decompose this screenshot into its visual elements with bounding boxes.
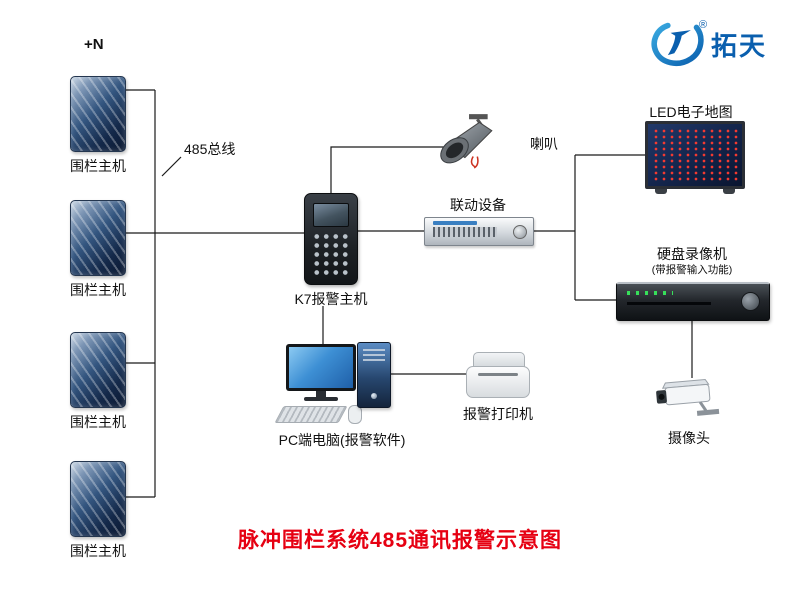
dvr-jog-button: [741, 292, 760, 311]
tower-vents: [363, 349, 385, 363]
printer-paper-slot: [478, 373, 518, 376]
linkage-rack-device: [424, 217, 534, 246]
fence-host-label: 围栏主机: [70, 158, 126, 174]
fence-host-device: [70, 76, 126, 152]
diagram-title: 脉冲围栏系统485通讯报警示意图: [237, 529, 563, 552]
monitor-stand: [316, 391, 326, 397]
speaker-node: [438, 110, 498, 170]
fence-host-label: 围栏主机: [70, 282, 126, 298]
rack-stripe: [433, 221, 477, 225]
printer-body: [466, 366, 530, 398]
dvr-sublabel: (带报警输入功能): [651, 264, 733, 276]
pc-keyboard: [274, 406, 348, 423]
k7-alarm-host: K7报警主机: [294, 193, 368, 309]
pc-tower: [357, 342, 391, 408]
dvr-device: [616, 282, 770, 321]
monitor-frame: [286, 344, 356, 391]
camera-node: [650, 373, 728, 429]
fence-host-2: 围栏主机: [70, 200, 126, 300]
linkage-label: 联动设备: [450, 197, 506, 213]
leader-bus-label: [161, 156, 182, 177]
fence-host-3: 围栏主机: [70, 332, 126, 432]
led-map-dots: [652, 128, 738, 182]
rack-knob: [513, 225, 527, 239]
dvr-disc-slot: [627, 302, 711, 305]
led-map-feet: [655, 189, 735, 194]
fence-host-label: 围栏主机: [70, 414, 126, 430]
monitor-base: [304, 397, 338, 401]
plus-n-annotation: +N: [84, 36, 104, 53]
bus-485-label: 485总线: [184, 141, 236, 157]
k7-screen: [313, 203, 349, 227]
printer-device: [466, 352, 530, 398]
linkage-device-node: [424, 217, 534, 246]
brand-name: ® 拓天: [699, 19, 768, 63]
registered-mark: ®: [699, 18, 710, 31]
led-map-board: [645, 121, 745, 189]
printer-label: 报警打印机: [463, 406, 533, 422]
dvr-leds: [627, 291, 673, 295]
pc-label: PC端电脑(报警软件): [278, 432, 406, 448]
horn-speaker-icon: [440, 114, 493, 169]
led-map-label: LED电子地图: [649, 104, 733, 120]
printer-node: [466, 352, 530, 398]
brand-name-text: 拓天: [711, 30, 768, 61]
tower-power-button: [371, 393, 377, 399]
brand-swoosh-icon: [651, 22, 704, 67]
fence-host-label: 围栏主机: [70, 543, 126, 559]
brand-logo: ® 拓天: [650, 19, 768, 68]
led-map-node: [645, 121, 745, 194]
speaker-label: 喇叭: [530, 136, 558, 152]
keyboard: [274, 406, 348, 423]
tower-case: [357, 342, 391, 408]
fence-host-device: [70, 200, 126, 276]
cctv-camera-icon: [656, 378, 720, 416]
dvr-node: [616, 282, 770, 321]
dvr-label: 硬盘录像机: [657, 246, 727, 262]
fence-host-1: 围栏主机: [70, 76, 126, 176]
pc-monitor: [286, 344, 356, 401]
k7-label: K7报警主机: [294, 291, 368, 307]
k7-keypad: [312, 232, 350, 278]
fence-host-4: 围栏主机: [70, 461, 126, 561]
fence-host-device: [70, 461, 126, 537]
pc-mouse: [348, 405, 362, 424]
mouse: [348, 405, 362, 424]
connector-k7-speaker: [330, 146, 446, 193]
fence-host-device: [70, 332, 126, 408]
monitor-screen: [289, 347, 353, 388]
k7-device: [304, 193, 358, 285]
camera-label: 摄像头: [668, 430, 710, 446]
rack-vent: [433, 227, 497, 237]
